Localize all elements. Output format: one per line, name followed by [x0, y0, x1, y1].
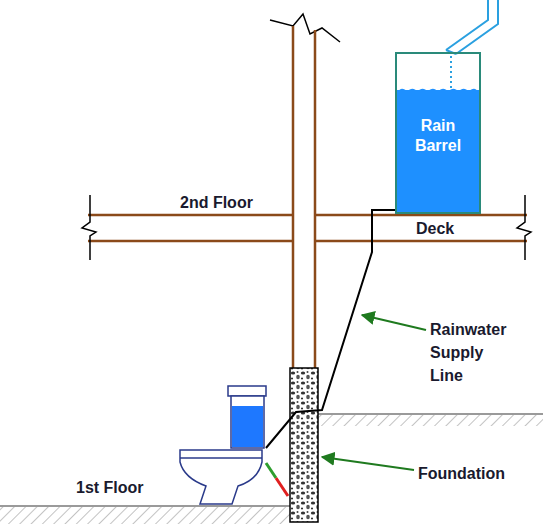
part-label: Deck	[416, 217, 476, 240]
wall	[293, 26, 315, 370]
part-label: Foundation	[418, 462, 528, 485]
part-label: 2nd Floor	[180, 191, 290, 214]
floor-slab	[88, 215, 527, 241]
leader-arrow	[362, 315, 426, 330]
leader-arrow	[322, 457, 414, 470]
rain-barrel: Rain Barrel	[395, 52, 481, 214]
node-label: Rain Barrel	[401, 116, 475, 156]
part-label: Rainwater Supply Line	[430, 318, 512, 387]
toilet	[180, 386, 266, 504]
supply-line	[266, 210, 397, 448]
part-label: 1st Floor	[76, 476, 186, 499]
break-symbol	[82, 14, 531, 260]
foundation-wall	[290, 368, 318, 522]
shutoff-valve	[266, 463, 288, 496]
downspout	[446, 0, 498, 54]
ground	[0, 414, 543, 524]
